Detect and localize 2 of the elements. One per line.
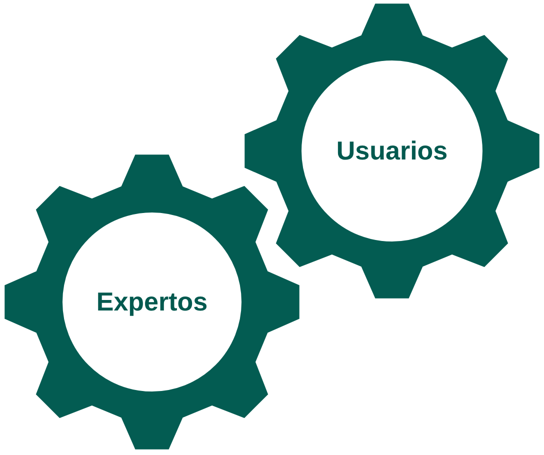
gear-label: Expertos	[96, 286, 208, 318]
gear-label: Usuarios	[336, 136, 448, 166]
